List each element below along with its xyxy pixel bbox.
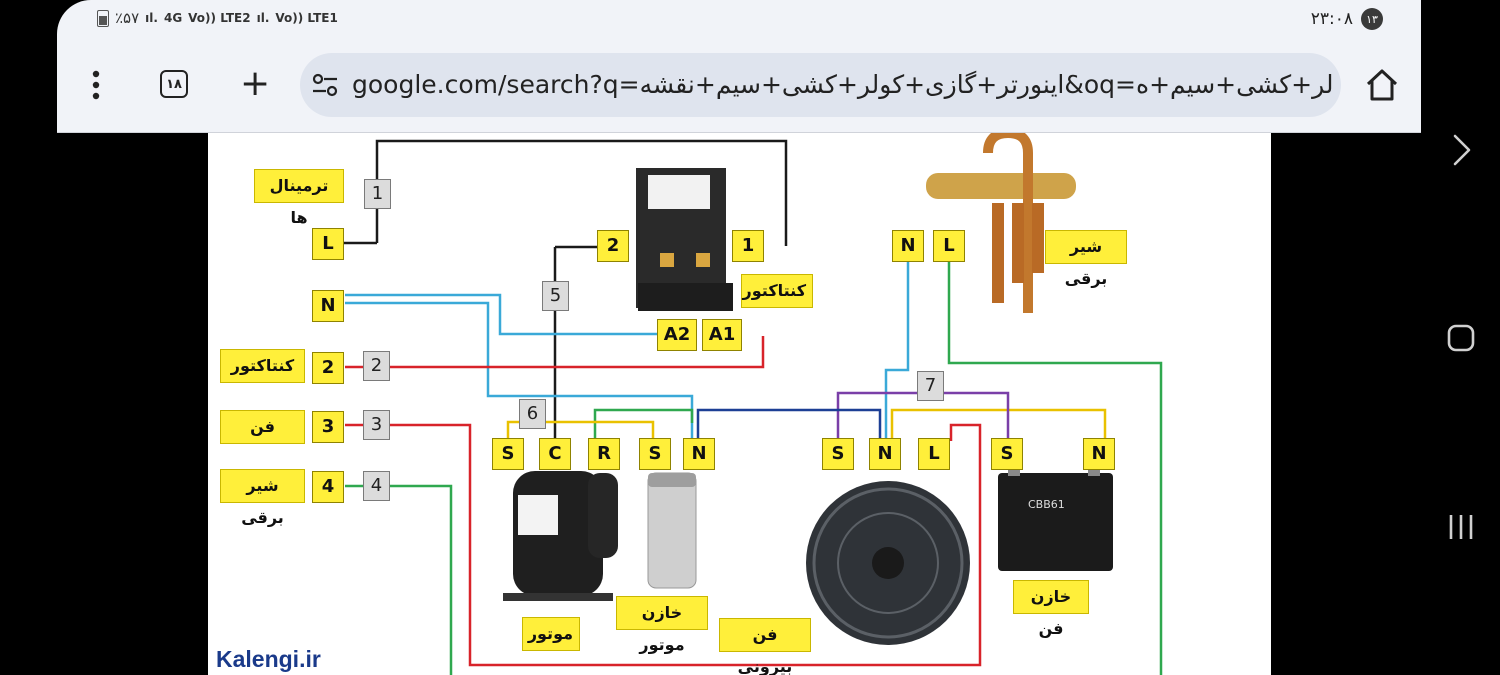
battery-icon (97, 9, 109, 27)
compressor-terminal-c: C (539, 438, 571, 470)
kalengi-logo: Kalengi.ir (216, 646, 321, 672)
more-vert-icon[interactable] (83, 67, 109, 103)
label-valve-left: شیر برقی (220, 469, 305, 527)
label-valve: شیر برقی (1045, 230, 1127, 288)
status-bar: ٪۵۷ ıl. 4G Vo)) LTE2 ıl. Vo)) LTE1 ۲۳:۰۸… (57, 0, 1421, 40)
contactor-terminal-a1: A1 (702, 319, 742, 351)
label-terminals: ترمینال ها (254, 169, 344, 227)
address-bar[interactable]: google.com/search?q=اینورتر+گازی+کولر+کش… (300, 53, 1341, 117)
left-terminal-l: L (312, 228, 344, 260)
network-lte1: Vo)) LTE1 (275, 11, 338, 25)
fan-terminal-l: L (918, 438, 950, 470)
notification-count-badge: ۱۳ (1361, 8, 1383, 30)
wire-number-1: 1 (364, 179, 391, 209)
fan-capacitor-device (998, 466, 1113, 571)
battery-level: ٪۵۷ (115, 9, 140, 27)
wiring-diagram-image: ترمینال ها کنتاکتور فن شیر برقی L N 2 3 … (208, 133, 1271, 675)
url-text: google.com/search?q=اینورتر+گازی+کولر+کش… (352, 70, 1332, 99)
contactor-terminal-2: 2 (597, 230, 629, 262)
contactor-terminal-1: 1 (732, 230, 764, 262)
wire-number-2: 2 (363, 351, 390, 381)
compressor-terminal-s2: S (639, 438, 671, 470)
label-fan-capacitor: خازن فن (1013, 580, 1089, 638)
label-outdoor-fan: فن بیرونی (719, 618, 811, 675)
label-fan-left: فن (220, 410, 305, 444)
status-left: ٪۵۷ ıl. 4G Vo)) LTE2 ıl. Vo)) LTE1 (97, 9, 338, 27)
clock: ۲۳:۰۸ (1310, 9, 1353, 29)
wire-number-4: 4 (363, 471, 390, 501)
compressor-terminal-n: N (683, 438, 715, 470)
fan-capacitor-print: CBB61 (1028, 498, 1065, 511)
network-lte2: Vo)) LTE2 (188, 11, 251, 25)
chevron-right-icon[interactable] (1439, 128, 1483, 172)
label-motor: موتور (522, 617, 580, 651)
fan-terminal-s1: S (822, 438, 854, 470)
valve-terminal-n: N (892, 230, 924, 262)
motor-capacitor-device (647, 472, 697, 589)
plus-icon[interactable]: + (240, 63, 271, 104)
browser-toolbar: ۱۸ + google.com/search?q=اینورتر+گازی+کو… (57, 40, 1421, 133)
compressor-terminal-r: R (588, 438, 620, 470)
fan-terminal-s2: S (991, 438, 1023, 470)
compressor-terminal-s1: S (492, 438, 524, 470)
compressor-device (503, 471, 618, 601)
label-contactor: کنتاکتور (741, 274, 813, 308)
valve-device (926, 133, 1076, 313)
home-icon[interactable] (1364, 67, 1400, 103)
network-4g: 4G (163, 11, 183, 25)
left-terminal-4: 4 (312, 471, 344, 503)
wire-number-3: 3 (363, 410, 390, 440)
left-terminal-2: 2 (312, 352, 344, 384)
rounded-square-icon[interactable] (1439, 316, 1483, 360)
signal-icon-2: ıl. (256, 11, 270, 25)
left-terminal-n: N (312, 290, 344, 322)
wire-number-7: 7 (917, 371, 944, 401)
android-nav-bar (1421, 0, 1500, 675)
fan-terminal-n1: N (869, 438, 901, 470)
three-bars-icon[interactable] (1439, 505, 1483, 549)
fan-terminal-n2: N (1083, 438, 1115, 470)
left-terminal-3: 3 (312, 411, 344, 443)
wire-number-6: 6 (519, 399, 546, 429)
contactor-terminal-a2: A2 (657, 319, 697, 351)
signal-icon: ıl. (145, 11, 158, 25)
wire-number-5: 5 (542, 281, 569, 311)
phone-screen: ٪۵۷ ıl. 4G Vo)) LTE2 ıl. Vo)) LTE1 ۲۳:۰۸… (57, 0, 1421, 675)
page-content[interactable]: ترمینال ها کنتاکتور فن شیر برقی L N 2 3 … (57, 133, 1421, 675)
contactor-device (636, 168, 733, 311)
valve-terminal-l: L (933, 230, 965, 262)
tune-icon[interactable] (312, 73, 338, 97)
label-motor-capacitor: خازن موتور (616, 596, 708, 654)
outdoor-fan-device (806, 481, 970, 645)
tab-switcher-button[interactable]: ۱۸ (160, 70, 188, 98)
status-right: ۲۳:۰۸ ۱۳ (1311, 8, 1383, 30)
label-contactor-left: کنتاکتور (220, 349, 305, 383)
wiring-lines (343, 133, 1163, 675)
